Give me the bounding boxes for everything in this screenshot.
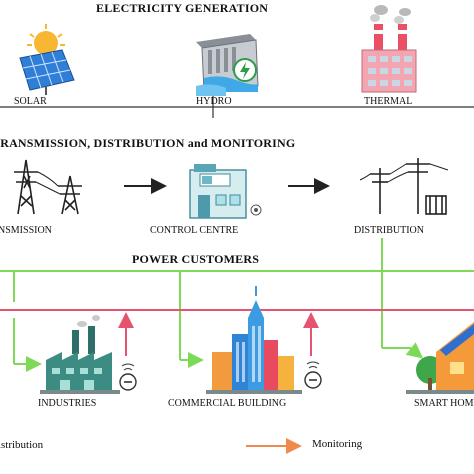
commercial-building-icon bbox=[206, 286, 302, 394]
factory-icon bbox=[40, 315, 120, 394]
label-smart-home: SMART HOME bbox=[414, 398, 474, 409]
label-control-centre: CONTROL CENTRE bbox=[150, 225, 239, 236]
legend-monitoring: Monitoring bbox=[312, 438, 363, 450]
solar-panel-icon bbox=[19, 24, 75, 95]
label-transmission: TRANSMISSION bbox=[0, 225, 52, 236]
label-industries: INDUSTRIES bbox=[38, 398, 97, 409]
smart-meter-icon bbox=[304, 361, 322, 389]
label-hydro: HYDRO bbox=[196, 96, 232, 107]
smart-home-icon bbox=[406, 322, 474, 394]
label-commercial-building: COMMERCIAL BUILDING bbox=[168, 398, 287, 409]
legend-distribution: Distribution bbox=[0, 439, 44, 451]
label-distribution: DISTRIBUTION bbox=[354, 225, 424, 236]
monitoring-network bbox=[0, 309, 474, 356]
label-thermal: THERMAL bbox=[364, 96, 413, 107]
transmission-tower-icon bbox=[14, 159, 82, 215]
thermal-plant-icon bbox=[361, 5, 417, 93]
section-title-generation: ELECTRICITY GENERATION bbox=[96, 1, 269, 15]
hydro-dam-icon bbox=[196, 34, 259, 96]
section-title-transmission: TRANSMISSION, DISTRIBUTION and MONITORIN… bbox=[0, 136, 296, 150]
control-centre-icon bbox=[189, 164, 262, 219]
smart-meter-icon bbox=[119, 363, 137, 391]
distribution-pole-icon bbox=[359, 158, 449, 215]
section-title-customers: POWER CUSTOMERS bbox=[132, 252, 260, 266]
label-solar: SOLAR bbox=[14, 96, 47, 107]
